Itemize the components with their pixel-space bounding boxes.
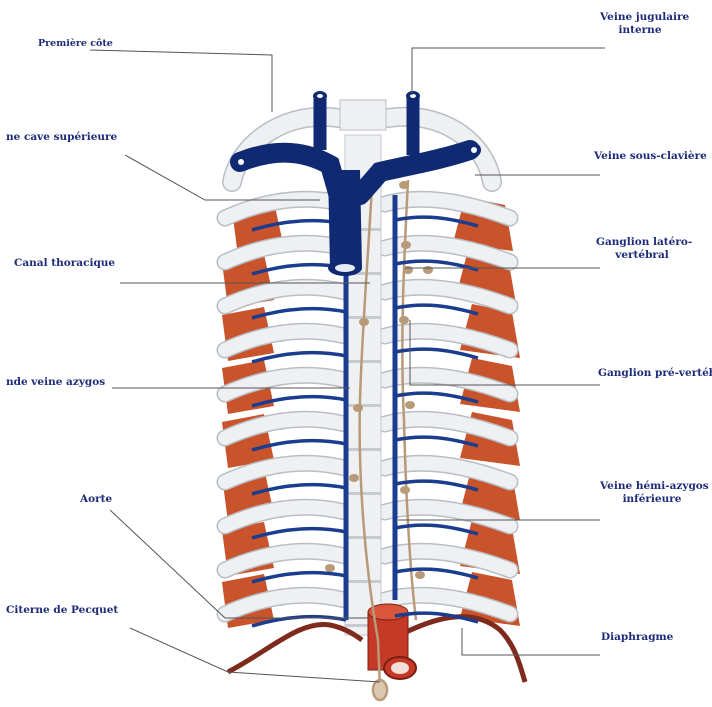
label-premiere-cote: Première côte: [38, 37, 113, 50]
ganglion: [400, 486, 410, 494]
label-diaphragme: Diaphragme: [601, 631, 673, 644]
label-ganglion-latero-line1: Ganglion latéro-: [596, 236, 688, 249]
label-veine-jugulaire-line1: Veine jugulaire: [600, 11, 680, 24]
ganglion: [399, 181, 409, 189]
intercostal-vein-left: [252, 573, 346, 582]
intercostal-vein-right: [395, 305, 478, 314]
label-veine-jugulaire-interne: Veine jugulaire interne: [600, 11, 680, 37]
aorta-lumen: [391, 662, 409, 674]
label-ganglion-latero-vertebral: Ganglion latéro- vertébral: [596, 236, 688, 262]
label-veine-sous-claviere: Veine sous-clavière: [594, 150, 707, 163]
label-hemi-azygos-line2: inférieure: [600, 493, 704, 506]
label-ganglion-pre-vertebral: Ganglion pré-vertéb: [598, 367, 712, 380]
ganglion: [405, 401, 415, 409]
label-veine-cave-superieure: ne cave supérieure: [6, 131, 117, 144]
ganglion: [349, 474, 359, 482]
ganglion: [401, 241, 411, 249]
ganglion: [399, 316, 409, 324]
cisterna-chyli: [373, 680, 387, 700]
disc: [345, 448, 381, 451]
leader-jugulaire: [412, 48, 605, 95]
label-veine-hemi-azygos-inferieure: Veine hémi-azygos inférieure: [600, 480, 704, 506]
intercostal-vein-right: [395, 569, 478, 578]
superior-vena-cava: [328, 170, 362, 268]
ganglion: [415, 571, 425, 579]
jugular-lumen-right: [410, 94, 416, 98]
disc: [345, 360, 381, 363]
disc: [345, 580, 381, 583]
intercostal-vein-left: [252, 309, 346, 318]
ganglion: [359, 318, 369, 326]
ganglion: [325, 564, 335, 572]
leader-diaphragme: [462, 628, 600, 655]
subclavian-lumen-right: [471, 147, 477, 153]
subclavian-lumen-left: [238, 159, 244, 165]
ganglion: [353, 404, 363, 412]
vertebra-top: [340, 100, 386, 130]
label-citerne-de-pecquet: Citerne de Pecquet: [6, 604, 118, 617]
disc: [345, 536, 381, 539]
leader-premiere-cote: [90, 50, 272, 112]
ganglion: [423, 266, 433, 274]
disc: [345, 404, 381, 407]
label-canal-thoracique: Canal thoracique: [14, 257, 115, 270]
label-veine-jugulaire-line2: interne: [600, 24, 680, 37]
label-grande-veine-azygos: nde veine azygos: [6, 376, 105, 389]
ganglion: [403, 266, 413, 274]
label-aorte: Aorte: [80, 493, 112, 506]
label-ganglion-latero-line2: vertébral: [596, 249, 688, 262]
disc: [345, 492, 381, 495]
jugular-lumen-left: [317, 94, 323, 98]
svc-lumen: [335, 264, 355, 272]
label-hemi-azygos-line1: Veine hémi-azygos: [600, 480, 704, 493]
